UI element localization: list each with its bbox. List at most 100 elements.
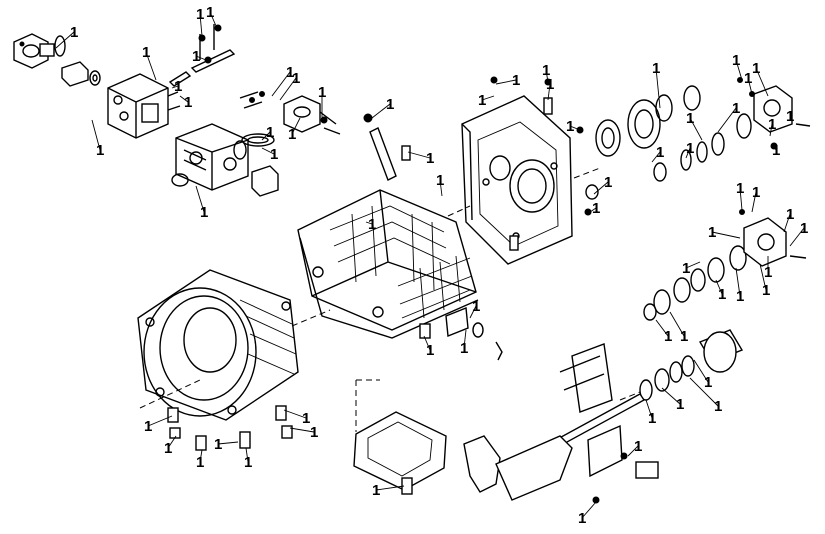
callout-number-shaft-seal-4: 1 <box>676 396 684 413</box>
callout-number-rear-cover-bottom-plug: 1 <box>604 174 612 191</box>
output-flange <box>595 85 701 157</box>
leader-line-top-valve-screw-1 <box>199 13 203 37</box>
leader-line-fork-bracket-bolt <box>375 485 405 491</box>
callout-number-case-top-bolt: 1 <box>436 172 444 189</box>
leader-line-sensor-screw <box>271 71 291 97</box>
callout-number-shift-cyl-plug: 1 <box>200 204 208 221</box>
leader-line-case-side-plug <box>365 221 373 225</box>
lower-pto <box>643 209 807 321</box>
leader-line-sensor-bolt <box>279 77 297 101</box>
upper-pto <box>653 77 811 182</box>
leader-line-shift-cyl-seal <box>261 131 271 141</box>
leader-line-pto-seal-3 <box>769 123 773 137</box>
callout-number-shift-cyl-seal: 1 <box>266 124 274 141</box>
leader-line-lower-pto-screw <box>739 187 743 211</box>
leader-line-pto-bolt <box>755 67 769 97</box>
callout-number-pto-screw-1: 1 <box>732 52 740 69</box>
leader-line-lower-pto-oring <box>711 231 741 239</box>
callout-number-rear-cover-side-plug: 1 <box>566 118 574 135</box>
leader-line-lower-pto-seal-3 <box>735 267 741 297</box>
leader-line-shaft-ring <box>689 377 719 407</box>
callout-number-clutch-housing-plug-1: 1 <box>578 510 586 527</box>
callout-number-bottom-cover-plug: 1 <box>310 424 318 441</box>
callout-number-lower-pto-seal-4: 1 <box>762 282 770 299</box>
leader-line-case-bottom-plug <box>423 335 431 351</box>
leader-line-fork-bracket-nut <box>463 329 467 349</box>
callout-number-shaft-seal-2: 1 <box>680 328 688 345</box>
callout-number-breather-plug: 1 <box>426 150 434 167</box>
shift-cyl-cap <box>171 165 279 197</box>
leader-line-clutch-housing-plug-5 <box>217 441 239 445</box>
callout-number-breather-pin: 1 <box>386 96 394 113</box>
leader-line-pto-seal-4 <box>651 151 661 163</box>
leader-line-clutch-housing-plug-2 <box>147 415 173 427</box>
leader-line-top-left-flange-seal <box>55 31 75 49</box>
callout-number-output-flange-ring: 1 <box>652 60 660 77</box>
leader-line-fork-plug-1 <box>693 359 709 383</box>
callout-number-valve-block-bolt: 1 <box>184 94 192 111</box>
leader-line-lower-pto-bolt <box>751 191 757 213</box>
assembly-line-5 <box>573 167 601 179</box>
leader-line-shaft-seal-3 <box>645 399 653 419</box>
callout-number-shift-cyl-oring: 1 <box>270 146 278 163</box>
callout-number-case-bottom-plug: 1 <box>426 342 434 359</box>
valve-block <box>107 73 181 139</box>
assembly-line-4 <box>447 205 471 217</box>
callout-number-valve-block-plug: 1 <box>142 44 150 61</box>
leader-line-bottom-cover-plug <box>289 427 315 433</box>
leader-line-lower-pto-gear <box>783 213 791 233</box>
leader-line-clutch-housing-plug-6 <box>245 447 249 463</box>
callout-number-valve-block-fitting: 1 <box>174 78 182 95</box>
callout-number-clutch-housing-plug-6: 1 <box>244 454 252 471</box>
bottom-cover-plate <box>353 411 447 495</box>
leader-line-pto-screw-1 <box>735 59 743 81</box>
callout-number-top-valve-screw-2: 1 <box>206 4 214 21</box>
leader-line-rear-cover-plug <box>545 69 549 83</box>
leader-line-shift-cyl-oring <box>261 147 275 155</box>
leader-line-rear-cover-bolt <box>547 83 551 101</box>
callout-number-pto-seal-3: 1 <box>768 116 776 133</box>
callout-number-clutch-housing-plug-5: 1 <box>214 436 222 453</box>
leader-line-output-flange-ring <box>655 67 661 109</box>
callout-number-pto-bolt: 1 <box>752 60 760 77</box>
leader-line-breather-plug <box>407 151 431 159</box>
leader-line-valve-block-fitting <box>171 85 179 89</box>
leader-line-clutch-housing-plug-1 <box>581 501 597 519</box>
callout-number-shaft-ring: 1 <box>714 398 722 415</box>
leader-line-case-top-bolt <box>439 179 443 197</box>
leader-line-valve-block-screw <box>91 119 101 151</box>
callout-number-pto-screw-2: 1 <box>744 70 752 87</box>
callout-number-pto-seal-4: 1 <box>656 144 664 161</box>
leader-line-sensor-seal <box>291 117 301 135</box>
leader-line-rear-cover-left-plug <box>481 95 495 101</box>
housing-plugs <box>167 405 293 451</box>
leader-line-pto-gear <box>789 111 793 117</box>
leader-line-shaft-seal-1 <box>655 319 669 337</box>
callout-number-lower-pto-seal-5: 1 <box>764 264 772 281</box>
callout-number-lower-pto-bolt: 1 <box>752 184 760 201</box>
case-bottom-parts <box>419 307 503 361</box>
leader-line-lower-pto-seal-1 <box>685 261 701 269</box>
callout-number-lower-pto-seal-1: 1 <box>682 260 690 277</box>
callout-number-sensor-plug: 1 <box>318 84 326 101</box>
assembly-line-2 <box>291 309 331 327</box>
callout-number-bottom-cover-bolt: 1 <box>302 410 310 427</box>
leader-line-pto-oring <box>773 145 777 151</box>
leader-line-case-bottom-seal <box>469 305 477 319</box>
leader-line-shift-cyl-plug <box>195 185 205 213</box>
callout-number-fork-plug-1: 1 <box>704 374 712 391</box>
callout-number-lower-pto-screw: 1 <box>736 180 744 197</box>
callout-number-pto-gear: 1 <box>786 108 794 125</box>
assembly-line-3 <box>355 379 380 432</box>
top-left-flange <box>13 33 66 69</box>
callout-number-top-valve-screw-3: 1 <box>192 48 200 65</box>
leader-line-rear-cover-top-screw <box>495 79 517 85</box>
leader-line-lower-pto-nut <box>789 227 805 247</box>
case-breather <box>363 113 411 181</box>
leader-line-shaft-seal-2 <box>669 311 685 337</box>
leader-line-pto-seal-2 <box>717 107 737 133</box>
callout-number-lower-pto-oring: 1 <box>708 224 716 241</box>
callout-number-sensor-seal: 1 <box>288 126 296 143</box>
callout-number-clutch-housing-plug-4: 1 <box>196 454 204 471</box>
